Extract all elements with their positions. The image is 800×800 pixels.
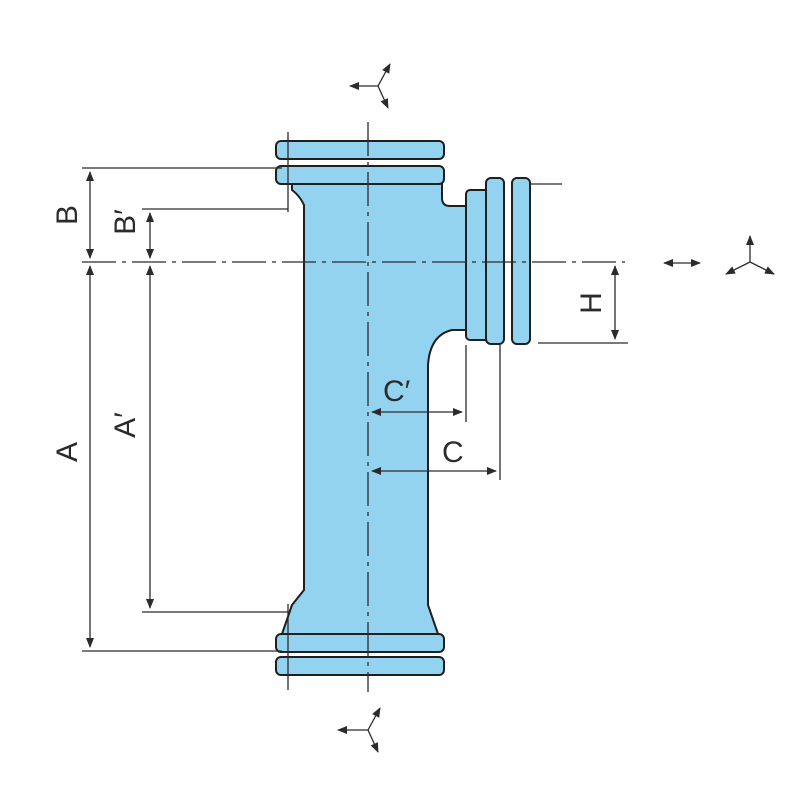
bottom-flange-1 <box>275 633 445 653</box>
label-C: C <box>442 436 464 469</box>
label-A: A <box>51 442 84 462</box>
top-flange-1 <box>275 140 445 160</box>
side-flange-2 <box>511 177 531 345</box>
dimension-lines <box>86 171 619 648</box>
label-B-prime: B′ <box>109 209 142 235</box>
dimension-labels: B A B′ A′ H C′ C <box>51 205 608 469</box>
axis-tripod-icon <box>725 235 775 275</box>
label-C-prime: C′ <box>383 375 411 408</box>
axis-tripod-icon <box>337 707 381 753</box>
side-flange-1 <box>485 177 505 345</box>
center-lines <box>82 122 625 692</box>
label-B: B <box>51 205 84 225</box>
label-A-prime: A′ <box>109 412 142 438</box>
top-flange-2 <box>275 165 445 185</box>
tee-body <box>275 140 531 676</box>
axis-tripod-icon <box>349 63 391 109</box>
label-H: H <box>575 292 608 314</box>
bottom-flange-2 <box>275 656 445 676</box>
extension-lines <box>82 132 628 690</box>
